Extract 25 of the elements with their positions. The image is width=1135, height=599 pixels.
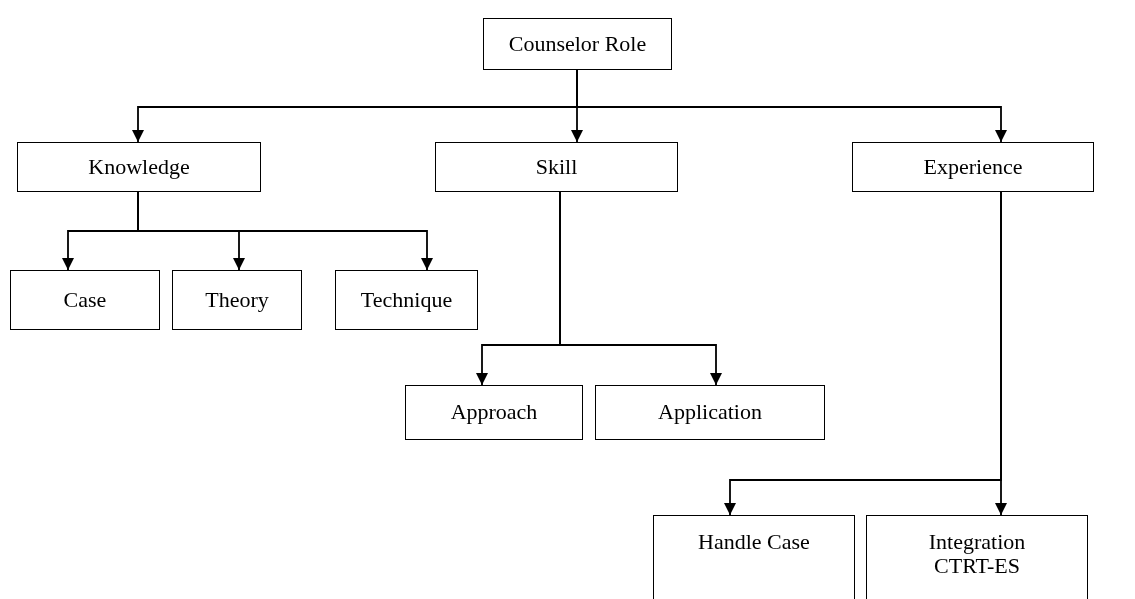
box-label: Integration CTRT-ES <box>927 530 1027 579</box>
process-box <box>17 142 261 192</box>
box-label: Experience <box>923 154 1023 180</box>
process-box <box>653 515 855 599</box>
process-box <box>483 18 672 70</box>
box-label: Skill <box>535 154 578 180</box>
box-label: Theory <box>205 287 269 313</box>
arrow <box>137 191 433 271</box>
process-box <box>335 270 478 330</box>
box-label: Knowledge <box>88 154 190 180</box>
box-label: Counselor Role <box>508 31 647 57</box>
process-box <box>172 270 302 330</box>
arrow <box>995 191 1007 516</box>
box-label: Technique <box>360 287 453 313</box>
process-box <box>405 385 583 440</box>
process-box <box>10 270 160 330</box>
process-box <box>866 515 1088 599</box>
arrow <box>559 191 722 386</box>
process-box <box>852 142 1094 192</box>
box-label: Handle Case <box>698 530 810 555</box>
process-box <box>595 385 825 440</box>
box-label: Application <box>658 400 762 425</box>
box-label: Case <box>63 287 107 313</box>
box-label: Approach <box>450 400 538 425</box>
process-box <box>435 142 678 192</box>
